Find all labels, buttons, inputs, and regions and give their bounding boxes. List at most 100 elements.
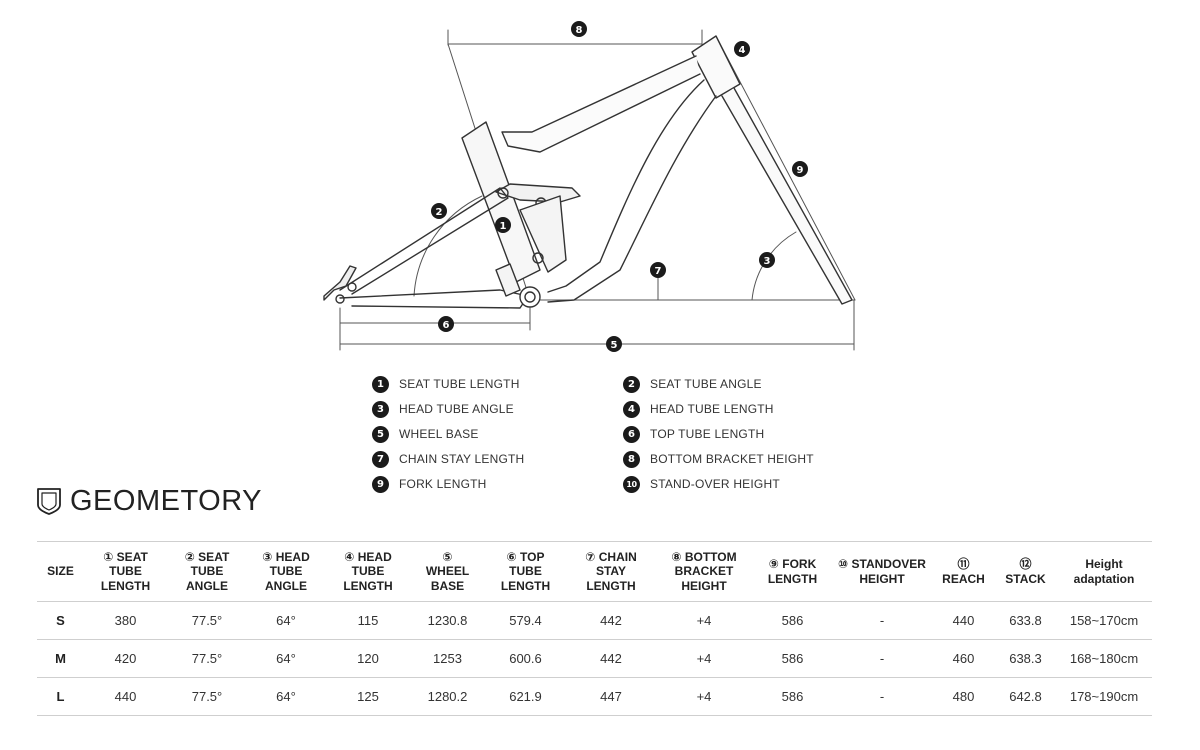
legend-number-badge: 3 (372, 400, 389, 418)
legend-label: SEAT TUBE ANGLE (650, 377, 762, 391)
cell-size: S (37, 601, 84, 640)
legend-label: HEAD TUBE ANGLE (399, 402, 514, 416)
cell-chain-stay-length: 442 (567, 639, 655, 678)
cell-wheel-base: 1280.2 (411, 677, 484, 716)
cell-seat-tube-angle: 77.5° (167, 677, 247, 716)
callout-8-bb-height-marker: 7 (650, 262, 666, 278)
legend-label: FORK LENGTH (399, 477, 487, 491)
callout-3-head-angle-marker: 3 (759, 252, 775, 268)
cell-standover-height: - (832, 601, 932, 640)
cell-top-tube-length: 579.4 (484, 601, 567, 640)
cell-top-tube-length: 600.6 (484, 639, 567, 678)
cell-seat-tube-length: 440 (84, 677, 167, 716)
top-tube-dimension-line (447, 29, 703, 46)
frame-outline (323, 35, 853, 309)
cell-standover-height: - (832, 639, 932, 678)
cell-standover-height: - (832, 677, 932, 716)
legend-number-badge: 8 (623, 450, 640, 468)
cell-seat-tube-length: 420 (84, 639, 167, 678)
svg-text:6: 6 (443, 320, 450, 331)
svg-text:5: 5 (611, 340, 618, 351)
legend-label: CHAIN STAY LENGTH (399, 452, 525, 466)
legend-number-badge: 2 (623, 375, 640, 393)
cell-height-adaptation: 158~170cm (1056, 601, 1152, 640)
wheelbase-dimension-line (339, 299, 855, 351)
cell-head-tube-angle: 64° (247, 677, 325, 716)
cell-seat-tube-angle: 77.5° (167, 601, 247, 640)
column-header-size: SIZE (37, 541, 84, 602)
cell-head-tube-angle: 64° (247, 639, 325, 678)
section-title: GEOMETORY (70, 484, 262, 517)
legend-number-badge: 5 (372, 425, 389, 443)
cell-reach: 440 (932, 601, 995, 640)
legend-item-seat-tube-length: 1 SEAT TUBE LENGTH (372, 374, 520, 394)
legend-number-badge: 1 (372, 375, 389, 393)
diagram-legend: 1 SEAT TUBE LENGTH 3 HEAD TUBE ANGLE 5 W… (372, 374, 852, 499)
seat-tube-angle-arc (413, 195, 483, 297)
cell-stack: 638.3 (995, 639, 1056, 678)
svg-text:9: 9 (797, 165, 804, 176)
svg-text:8: 8 (576, 25, 583, 36)
bike-frame-diagram: 8 4 9 2 1 3 7 6 5 (323, 21, 856, 352)
svg-text:4: 4 (739, 45, 746, 56)
frame-badge-icon (37, 488, 61, 515)
cell-fork-length: 586 (753, 639, 832, 678)
fork-axis-line (717, 39, 856, 301)
legend-item-stand-over-height: 10 STAND-OVER HEIGHT (623, 474, 780, 494)
legend-number-badge: 9 (372, 475, 389, 493)
cell-stack: 633.8 (995, 601, 1056, 640)
legend-item-head-tube-length: 4 HEAD TUBE LENGTH (623, 399, 774, 419)
cell-head-tube-length: 125 (325, 677, 411, 716)
cell-chain-stay-length: 442 (567, 601, 655, 640)
cell-bottom-bracket-height: +4 (655, 639, 753, 678)
callout-2-seat-angle-marker: 2 (431, 203, 447, 219)
cell-size: L (37, 677, 84, 716)
legend-label: STAND-OVER HEIGHT (650, 477, 780, 491)
cell-bottom-bracket-height: +4 (655, 601, 753, 640)
head-tube-angle-arc (751, 231, 797, 301)
legend-item-head-tube-angle: 3 HEAD TUBE ANGLE (372, 399, 514, 419)
cell-size: M (37, 639, 84, 678)
legend-number-badge: 7 (372, 450, 389, 468)
legend-number-badge: 4 (623, 400, 640, 418)
callout-7-chainstay-marker: 6 (438, 316, 454, 332)
cell-stack: 642.8 (995, 677, 1056, 716)
svg-text:1: 1 (500, 221, 507, 232)
legend-number-badge: 6 (623, 425, 640, 443)
svg-text:7: 7 (655, 266, 662, 277)
cell-head-tube-length: 120 (325, 639, 411, 678)
svg-text:3: 3 (764, 256, 771, 267)
cell-reach: 460 (932, 639, 995, 678)
cell-head-tube-length: 115 (325, 601, 411, 640)
svg-text:2: 2 (436, 207, 443, 218)
cell-head-tube-angle: 64° (247, 601, 325, 640)
legend-item-wheel-base: 5 WHEEL BASE (372, 424, 479, 444)
cell-height-adaptation: 178~190cm (1056, 677, 1152, 716)
geometry-section-heading: GEOMETORY (36, 483, 262, 519)
legend-label: TOP TUBE LENGTH (650, 427, 765, 441)
cell-wheel-base: 1230.8 (411, 601, 484, 640)
legend-number-badge: 10 (623, 475, 640, 493)
cell-seat-tube-angle: 77.5° (167, 639, 247, 678)
cell-fork-length: 586 (753, 677, 832, 716)
callout-9-fork-marker: 9 (792, 161, 808, 177)
legend-item-bottom-bracket-height: 8 BOTTOM BRACKET HEIGHT (623, 449, 814, 469)
callout-4-head-tube-marker: 4 (734, 41, 750, 57)
callout-5-wheelbase-marker: 5 (606, 336, 622, 352)
legend-item-chain-stay-length: 7 CHAIN STAY LENGTH (372, 449, 524, 469)
